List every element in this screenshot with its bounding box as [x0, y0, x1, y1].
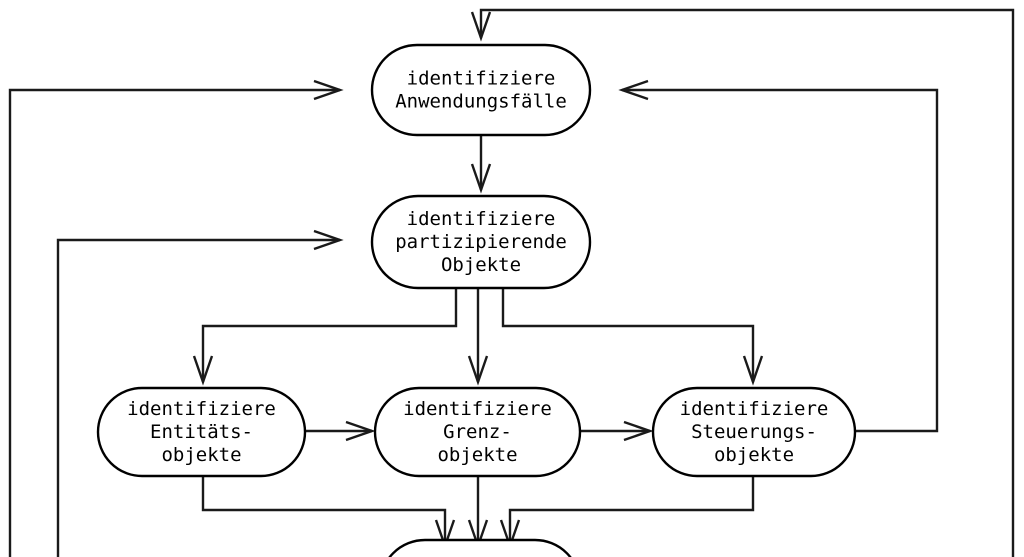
- node-shape[interactable]: [370, 43, 592, 137]
- arrow-head: [618, 79, 649, 101]
- edge-entitaetsobjekte-to-grenzobjekte: [305, 420, 376, 442]
- arrow-head: [192, 355, 214, 386]
- edge-entitaetsobjekte-to-bottom: [201, 476, 456, 550]
- edge-steuerungsobjekte-to-bottom: [499, 476, 755, 550]
- node-shape[interactable]: [96, 386, 307, 478]
- node-label-line: identifiziere: [680, 398, 829, 420]
- arrow-head: [470, 163, 492, 194]
- edges-layer: [8, 8, 1015, 557]
- node-label-line: Entitäts-: [150, 421, 253, 443]
- edge-line: [201, 476, 447, 546]
- edge-line: [508, 476, 755, 546]
- arrow-head: [467, 355, 489, 386]
- node-label-line: objekte: [161, 444, 241, 466]
- node-label-line: Anwendungsfälle: [395, 91, 567, 113]
- node-label-line: Objekte: [441, 254, 521, 276]
- arrow-head: [623, 420, 654, 442]
- edge-line: [56, 238, 340, 557]
- node-label-line: objekte: [437, 444, 517, 466]
- edge-partizipierende-to-grenzobjekte: [467, 288, 489, 386]
- arrow-head: [345, 420, 376, 442]
- node-label-line: Steuerungs-: [691, 421, 817, 443]
- node-shape[interactable]: [651, 386, 857, 478]
- edge-grenzobjekte-to-steuerungsobjekte: [580, 420, 654, 442]
- node-label-line: identifiziere: [407, 208, 556, 230]
- nodes-layer: identifiziereAnwendungsfälleidentifizier…: [96, 43, 857, 557]
- edge-line: [479, 8, 1015, 557]
- arrow-head: [313, 229, 344, 251]
- node-bottom-partial[interactable]: [380, 538, 580, 557]
- node-label-line: identifiziere: [407, 68, 556, 90]
- edge-line: [501, 288, 755, 382]
- node-label-line: identifiziere: [403, 398, 552, 420]
- edge-left-feedback-into-anwendungsfaelle: [8, 79, 344, 557]
- edge-line: [8, 88, 340, 557]
- node-label-line: identifiziere: [127, 398, 276, 420]
- arrow-head: [470, 11, 492, 42]
- edge-grenzobjekte-to-bottom: [467, 476, 489, 550]
- node-label-line: partizipierende: [395, 231, 567, 253]
- node-shape[interactable]: [370, 194, 592, 290]
- edge-right-feedback-into-anwendungsfaelle: [618, 79, 939, 433]
- node-shape[interactable]: [373, 386, 582, 478]
- edge-left-feedback-into-partizipierende: [56, 229, 344, 557]
- node-label-line: Grenz-: [443, 421, 512, 443]
- edge-partizipierende-to-steuerungsobjekte: [501, 288, 764, 386]
- edge-line: [622, 88, 939, 433]
- edge-partizipierende-to-entitaetsobjekte: [192, 288, 458, 386]
- edge-anwendungsfaelle-to-partizipierende: [470, 135, 492, 194]
- arrow-head: [742, 355, 764, 386]
- edge-line: [201, 288, 458, 382]
- edge-top-feedback-into-anwendungsfaelle: [470, 8, 1015, 557]
- node-label-line: objekte: [714, 444, 794, 466]
- node-shape[interactable]: [380, 538, 580, 557]
- arrow-head: [313, 79, 344, 101]
